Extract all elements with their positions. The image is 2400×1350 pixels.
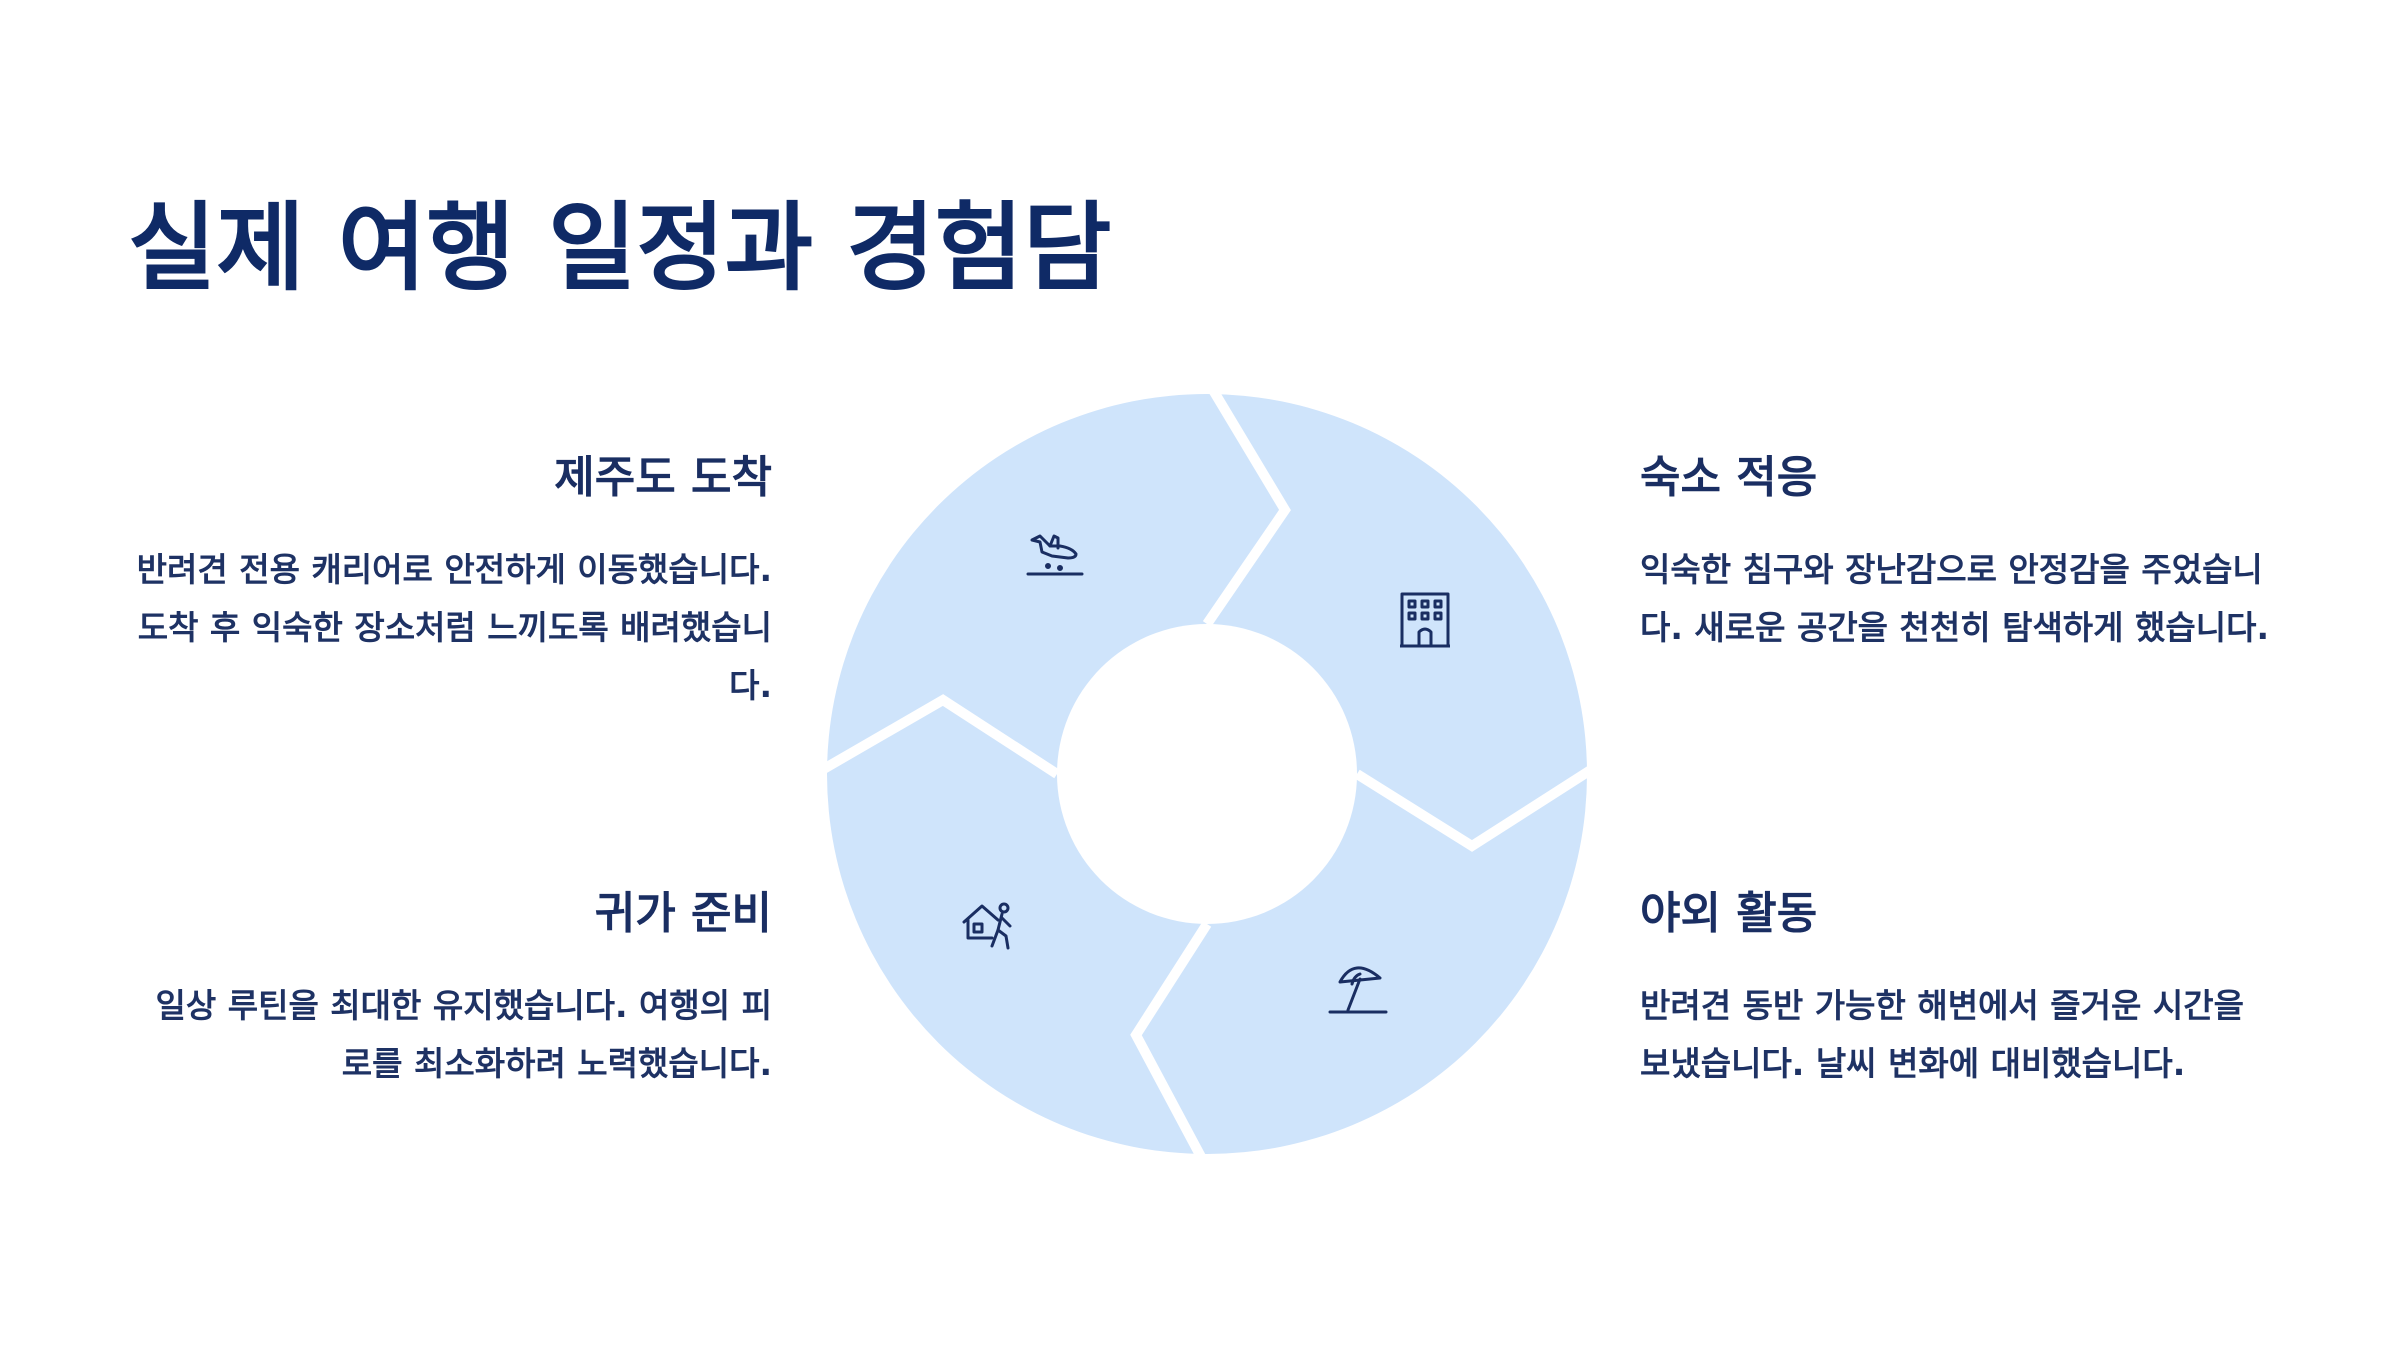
step-lodging-text: 익숙한 침구와 장난감으로 안정감을 주었습니다. 새로운 공간을 천천히 탐색… [1640, 549, 2269, 647]
return-home-icon [962, 902, 1012, 950]
divider-left [812, 694, 1060, 779]
step-arrival-title: 제주도 도착 [554, 452, 772, 503]
beach-umbrella-icon [1328, 966, 1388, 1014]
cycle-ring [827, 394, 1587, 1154]
step-outdoor-title: 야외 활동 [1640, 888, 1818, 939]
hotel-building-icon [1400, 592, 1450, 648]
divider-top [1202, 377, 1291, 627]
step-lodging: 숙소 적응 익숙한 침구와 장난감으로 안정감을 주었습니다. 새로운 공간을 … [1640, 452, 2280, 657]
step-return-title: 귀가 준비 [594, 888, 772, 939]
divider-right [1354, 759, 1603, 852]
page-title: 실제 여행 일정과 경험담 [128, 192, 1112, 304]
step-outdoor: 야외 활동 반려견 동반 가능한 해변에서 즐거운 시간을 보냈습니다. 날씨 … [1640, 888, 2280, 1093]
step-return-text: 일상 루틴을 최대한 유지했습니다. 여행의 피로를 최소화하려 노력했습니다. [155, 985, 772, 1083]
airplane-landing-icon [1026, 534, 1084, 576]
divider-bottom [1130, 921, 1212, 1171]
step-arrival: 제주도 도착 반려견 전용 캐리어로 안전하게 이동했습니다. 도착 후 익숙한… [132, 452, 772, 715]
step-outdoor-text: 반려견 동반 가능한 해변에서 즐거운 시간을 보냈습니다. 날씨 변화에 대비… [1640, 985, 2244, 1083]
step-arrival-text: 반려견 전용 캐리어로 안전하게 이동했습니다. 도착 후 익숙한 장소처럼 느… [136, 549, 772, 705]
step-return: 귀가 준비 일상 루틴을 최대한 유지했습니다. 여행의 피로를 최소화하려 노… [132, 888, 772, 1093]
step-lodging-title: 숙소 적응 [1640, 452, 1818, 503]
